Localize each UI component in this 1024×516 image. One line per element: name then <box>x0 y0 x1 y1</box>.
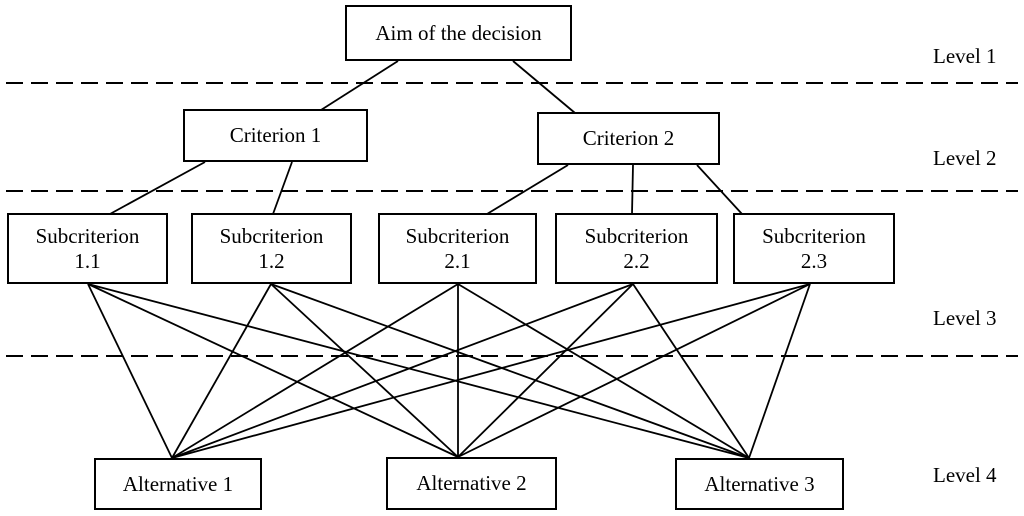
edge-sub11-alt1 <box>87 283 173 459</box>
edge-sub12-alt1 <box>171 283 272 459</box>
node-aim-of-decision: Aim of the decision <box>345 5 572 61</box>
node-label: Subcriterion <box>35 224 140 249</box>
edge-sub23-alt3 <box>748 283 811 459</box>
node-alternative-3: Alternative 3 <box>675 458 844 510</box>
edge-sub23-alt2 <box>457 283 811 458</box>
node-label: Criterion 1 <box>229 123 322 148</box>
node-criterion-2: Criterion 2 <box>537 112 720 165</box>
node-label: Alternative 3 <box>704 471 815 496</box>
edge-aim-criterion2 <box>512 60 576 114</box>
node-subcriterion-2-1: Subcriterion 2.1 <box>378 213 537 284</box>
edge-sub12-alt2 <box>270 283 459 458</box>
node-label: Alternative 1 <box>122 471 234 496</box>
node-subcriterion-2-2: Subcriterion 2.2 <box>555 213 718 284</box>
node-sublabel: 1.2 <box>258 248 285 273</box>
node-subcriterion-1-2: Subcriterion 1.2 <box>191 213 352 284</box>
level-4-label: Level 4 <box>933 463 997 487</box>
edge-sub22-alt3 <box>632 283 750 459</box>
node-subcriterion-1-1: Subcriterion 1.1 <box>7 213 168 284</box>
edge-criterion2-sub21 <box>486 164 569 215</box>
level-3-label: Level 3 <box>933 306 997 330</box>
node-label: Subcriterion <box>219 224 324 249</box>
edge-sub21-alt3 <box>457 283 750 459</box>
level-2-label: Level 2 <box>933 146 997 170</box>
edge-sub12-alt3 <box>270 283 750 459</box>
node-sublabel: 2.3 <box>800 248 828 273</box>
edge-sub22-alt1 <box>171 283 634 459</box>
node-subcriterion-2-3: Subcriterion 2.3 <box>733 213 895 284</box>
edge-criterion1-sub12 <box>272 161 293 215</box>
level-1-label: Level 1 <box>933 44 997 68</box>
edge-sub21-alt1 <box>171 283 459 459</box>
node-alternative-2: Alternative 2 <box>386 457 557 510</box>
node-criterion-1: Criterion 1 <box>183 109 368 162</box>
node-label: Subcriterion <box>405 224 510 249</box>
node-label: Subcriterion <box>762 224 866 249</box>
edge-sub11-alt2 <box>87 283 459 458</box>
edge-criterion1-sub11 <box>109 161 206 215</box>
edge-sub22-alt2 <box>457 283 634 458</box>
edge-criterion2-sub23 <box>696 164 743 215</box>
edge-aim-criterion1 <box>320 60 399 111</box>
edge-sub11-alt3 <box>87 283 750 459</box>
node-sublabel: 1.1 <box>74 248 101 273</box>
node-label: Aim of the decision <box>375 20 542 45</box>
node-label: Subcriterion <box>584 224 689 249</box>
node-label: Alternative 2 <box>416 471 527 496</box>
edge-criterion2-sub22 <box>631 164 634 215</box>
node-sublabel: 2.1 <box>444 248 471 273</box>
node-label: Criterion 2 <box>582 126 675 151</box>
node-sublabel: 2.2 <box>623 248 650 273</box>
node-alternative-1: Alternative 1 <box>94 458 262 510</box>
edge-sub23-alt1 <box>171 283 811 459</box>
